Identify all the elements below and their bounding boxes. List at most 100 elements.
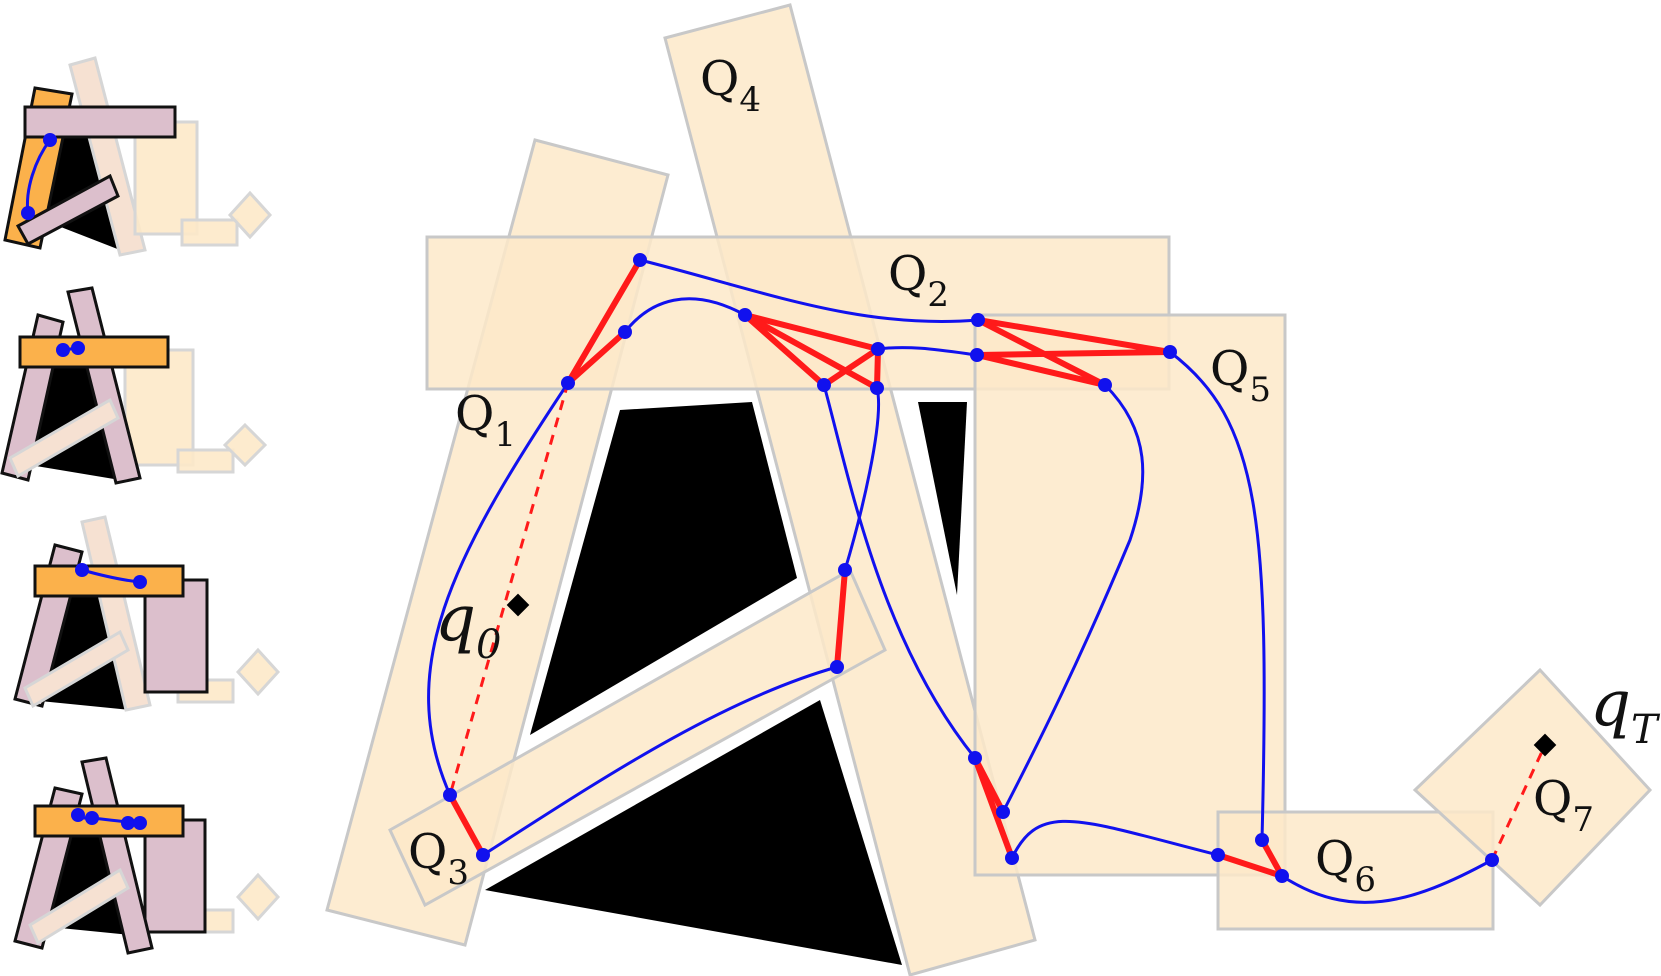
region-q3 — [388, 567, 887, 908]
thumb-node — [75, 563, 89, 577]
node — [618, 325, 632, 339]
trajectory-q6-q7 — [1281, 858, 1493, 904]
trajectory-mid — [877, 346, 978, 357]
node — [971, 313, 985, 327]
thumbnail-1 — [3, 56, 273, 257]
thumb-node — [71, 341, 85, 355]
trajectory-top — [639, 258, 979, 324]
node — [968, 751, 982, 765]
thumb-box-link — [143, 818, 207, 934]
edge — [742, 312, 827, 388]
thumb-link-active — [18, 335, 170, 369]
trajectories — [427, 258, 1493, 904]
edge-dashed-goal — [1490, 744, 1547, 861]
edge — [974, 352, 1108, 388]
edge — [972, 755, 1006, 815]
thumb-box-link — [143, 578, 209, 694]
node — [633, 253, 647, 267]
node — [970, 348, 984, 362]
label-q1: Q1 — [455, 386, 516, 455]
node — [838, 563, 852, 577]
node — [443, 788, 457, 802]
obstacle-spike — [918, 402, 967, 595]
thumb-box-small — [176, 448, 235, 474]
thumb-box — [133, 120, 199, 236]
start-marker — [506, 593, 530, 617]
trajectory-q5-right — [1169, 350, 1266, 841]
label-q4: Q4 — [700, 51, 761, 120]
node — [870, 381, 884, 395]
node — [996, 805, 1010, 819]
region-q5 — [973, 313, 1287, 877]
label-q6: Q6 — [1315, 831, 1376, 900]
thumb-link-diag — [15, 173, 120, 247]
node — [738, 308, 752, 322]
edge — [565, 329, 628, 386]
thumb-diamond — [227, 190, 273, 240]
thumb-link-pale — [28, 867, 130, 946]
thumb-link-active — [33, 564, 185, 598]
obstacles — [485, 402, 967, 965]
trajectory-q5-left — [1001, 383, 1145, 813]
goal-marker — [1533, 733, 1557, 757]
node — [1211, 848, 1225, 862]
trajectory-bottom — [1010, 819, 1219, 859]
node — [476, 848, 490, 862]
thumb-node — [21, 206, 35, 220]
trajectory-top-left — [623, 297, 746, 333]
thumbnail-3 — [13, 515, 281, 712]
edge — [974, 349, 1173, 358]
thumb-link-bar — [23, 105, 177, 139]
thumb-node — [133, 816, 147, 830]
graph-nodes — [443, 253, 1499, 883]
thumb-link-pale — [8, 397, 120, 479]
label-q5: Q5 — [1210, 341, 1271, 410]
trajectory-down-2 — [822, 384, 977, 759]
node — [1275, 869, 1289, 883]
thumb-box — [123, 348, 195, 467]
node — [1005, 851, 1019, 865]
trajectory-left-loop — [427, 382, 570, 796]
edge — [821, 346, 881, 388]
node — [1485, 853, 1499, 867]
label-q2: Q2 — [888, 246, 949, 315]
edge — [742, 312, 880, 391]
obstacle-lower — [485, 700, 902, 965]
graph-edges — [447, 257, 1547, 879]
trajectory-down-1 — [843, 387, 881, 571]
thumb-node — [56, 343, 70, 357]
node — [561, 376, 575, 390]
label-q3: Q3 — [408, 824, 469, 893]
thumb-node — [43, 133, 57, 147]
node — [817, 378, 831, 392]
thumb-link-pale — [23, 629, 130, 709]
thumb-box-small — [180, 218, 239, 247]
thumbnail-4 — [13, 756, 281, 955]
start-label: q0 — [435, 582, 501, 668]
label-q7: Q7 — [1533, 771, 1594, 840]
edge — [447, 792, 486, 858]
thumb-diamond — [222, 422, 268, 468]
thumb-node — [85, 811, 99, 825]
edge — [975, 317, 1173, 355]
node — [1098, 378, 1112, 392]
obstacle-upper — [530, 402, 797, 735]
node — [830, 660, 844, 674]
node — [871, 342, 885, 356]
thumb-node — [71, 808, 85, 822]
edge — [565, 257, 643, 386]
node — [1255, 833, 1269, 847]
goal-label: qT — [1590, 667, 1661, 753]
edge — [834, 567, 848, 670]
edge — [742, 312, 881, 352]
trajectory-bottom-q3 — [482, 665, 838, 857]
thumb-diamond — [235, 647, 281, 697]
thumb-node — [121, 816, 135, 830]
region-labels: Q1 Q2 Q3 Q4 Q5 Q6 Q7 — [408, 51, 1594, 900]
node — [1163, 345, 1177, 359]
thumb-diamond — [235, 872, 281, 922]
region-q7 — [1412, 667, 1653, 908]
edge — [1215, 852, 1285, 879]
thumbnail-2 — [0, 286, 268, 485]
